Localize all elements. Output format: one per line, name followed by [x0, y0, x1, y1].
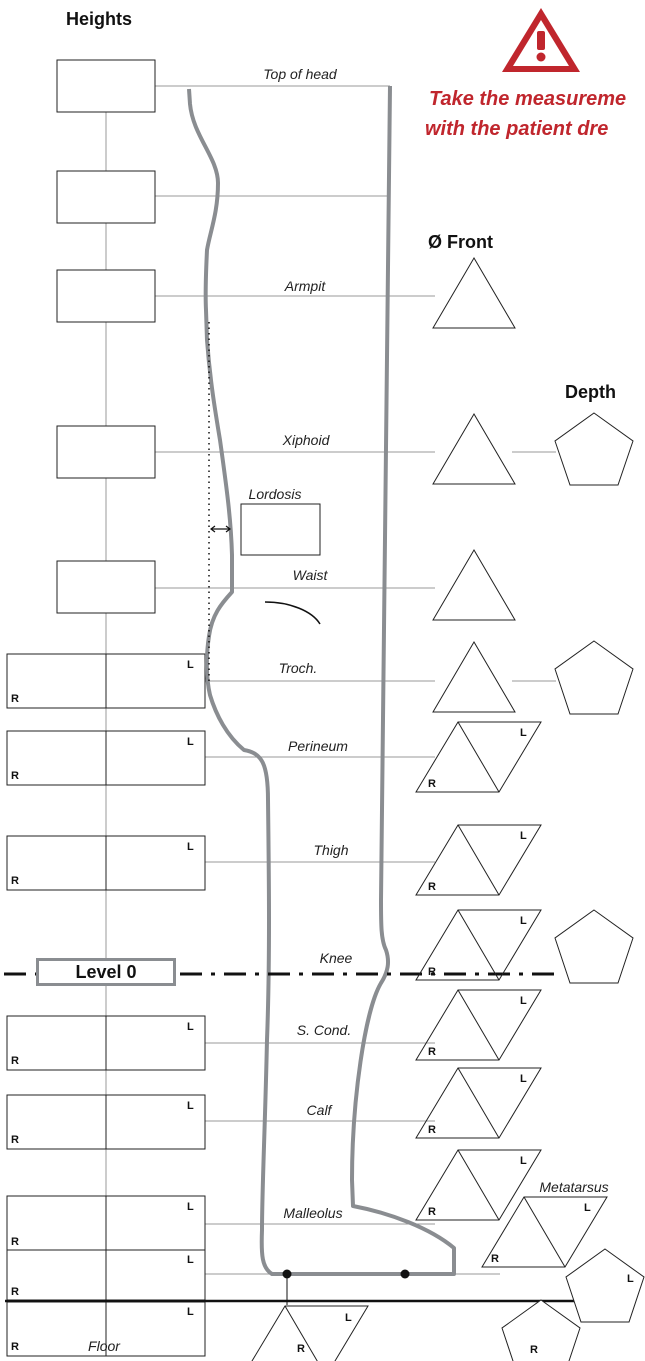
lordosis-box[interactable]	[240, 503, 321, 556]
rhombus-label-right: R	[428, 778, 436, 790]
side-label-left: L	[187, 1201, 194, 1213]
side-label-right: R	[11, 693, 19, 705]
front-triangle-armpit[interactable]	[432, 257, 516, 329]
label-xiphoid: Xiphoid	[282, 432, 330, 448]
side-label-right: R	[11, 1286, 19, 1298]
side-label-left: L	[187, 1100, 194, 1112]
rhombus-label-left: L	[520, 995, 527, 1007]
rhombus-label-left: L	[345, 1312, 352, 1324]
waist-arc	[264, 601, 321, 625]
rhombus-divider	[523, 1196, 566, 1268]
depth-title: Depth	[565, 382, 616, 402]
side-label-right: R	[11, 1134, 19, 1146]
side-label-left: L	[187, 841, 194, 853]
rhombus-label-left: L	[520, 915, 527, 927]
label-troch: Troch.	[278, 660, 318, 676]
level-zero-box: Level 0	[36, 958, 176, 986]
guide-lines	[155, 85, 556, 1275]
label-metatarsus: Metatarsus	[539, 1179, 609, 1195]
label-floor: Floor	[88, 1338, 120, 1354]
label-malleolus: Malleolus	[283, 1205, 343, 1221]
rhombus-label-right: R	[491, 1253, 499, 1265]
label-s-cond: S. Cond.	[296, 1022, 352, 1038]
front-triangles	[432, 257, 516, 713]
side-label-left: L	[187, 1306, 194, 1318]
depth-pentagon-foot-left[interactable]	[565, 1248, 645, 1323]
pentagon-label-right: R	[530, 1344, 538, 1356]
depth-pentagon-troch[interactable]	[554, 640, 634, 715]
height-box-top-of-head[interactable]	[56, 59, 156, 113]
side-label-left: L	[187, 1254, 194, 1266]
lordosis-depth-arrow	[210, 525, 231, 533]
side-label-right: R	[11, 1236, 19, 1248]
rhombus-divider	[284, 1305, 318, 1361]
warning-triangle-icon	[502, 8, 580, 72]
side-label-left: L	[187, 736, 194, 748]
depth-pentagon-xiphoid[interactable]	[554, 412, 634, 486]
rhombus-label-left: L	[520, 727, 527, 739]
label-calf: Calf	[306, 1102, 332, 1118]
rhombus-label-right: R	[428, 966, 436, 978]
rhombus-label-right: R	[297, 1343, 305, 1355]
height-box-armpit[interactable]	[56, 269, 156, 323]
rhombus-divider	[457, 824, 500, 896]
rhombus-label-right: R	[428, 1046, 436, 1058]
rhombus-label-right: R	[428, 1124, 436, 1136]
height-box-xiphoid[interactable]	[56, 425, 156, 479]
label-armpit: Armpit	[284, 278, 326, 294]
pentagon-label-left: L	[627, 1273, 634, 1285]
rhombus-divider	[457, 989, 500, 1061]
rhombus-label-right: R	[428, 1206, 436, 1218]
rhombus-divider	[457, 1067, 500, 1139]
warning-line-2: with the patient dre	[425, 118, 609, 140]
front-triangle-xiphoid[interactable]	[432, 413, 516, 485]
side-label-right: R	[11, 770, 19, 782]
depth-pentagon-foot-right[interactable]	[501, 1299, 581, 1361]
rhombus-divider	[457, 721, 500, 793]
front-triangle-troch[interactable]	[432, 641, 516, 713]
label-top-of-head: Top of head	[263, 66, 337, 82]
height-boxes	[56, 59, 321, 614]
label-perineum: Perineum	[288, 738, 348, 754]
front-title: Ø Front	[428, 232, 493, 252]
side-label-left: L	[187, 659, 194, 671]
rhombus-divider	[457, 909, 500, 981]
rhombus-label-right: R	[428, 881, 436, 893]
side-label-right: R	[11, 875, 19, 887]
body-outline-back	[187, 85, 456, 1276]
side-label-right: R	[11, 1055, 19, 1067]
label-thigh: Thigh	[313, 842, 349, 858]
front-triangle-waist[interactable]	[432, 549, 516, 621]
heights-title: Heights	[66, 9, 133, 29]
rhombus-floor[interactable]	[243, 1305, 369, 1361]
paired-front-shapes	[243, 721, 608, 1361]
toe-dot	[400, 1269, 410, 1279]
depth-pentagons	[501, 412, 645, 1361]
rhombus-label-left: L	[520, 830, 527, 842]
label-waist: Waist	[292, 567, 328, 583]
depth-pentagon-knee[interactable]	[554, 909, 634, 984]
warning-line-1: Take the measureme	[429, 88, 627, 110]
label-lordosis: Lordosis	[248, 486, 302, 502]
rhombus-label-left: L	[584, 1202, 591, 1214]
rhombus-divider	[457, 1149, 500, 1221]
side-label-left: L	[187, 1021, 194, 1033]
height-box-waist[interactable]	[56, 560, 156, 614]
rhombus-label-left: L	[520, 1155, 527, 1167]
rhombus-label-left: L	[520, 1073, 527, 1085]
height-box-neck[interactable]	[56, 170, 156, 224]
label-knee: Knee	[319, 950, 353, 966]
side-label-right: R	[11, 1341, 19, 1353]
